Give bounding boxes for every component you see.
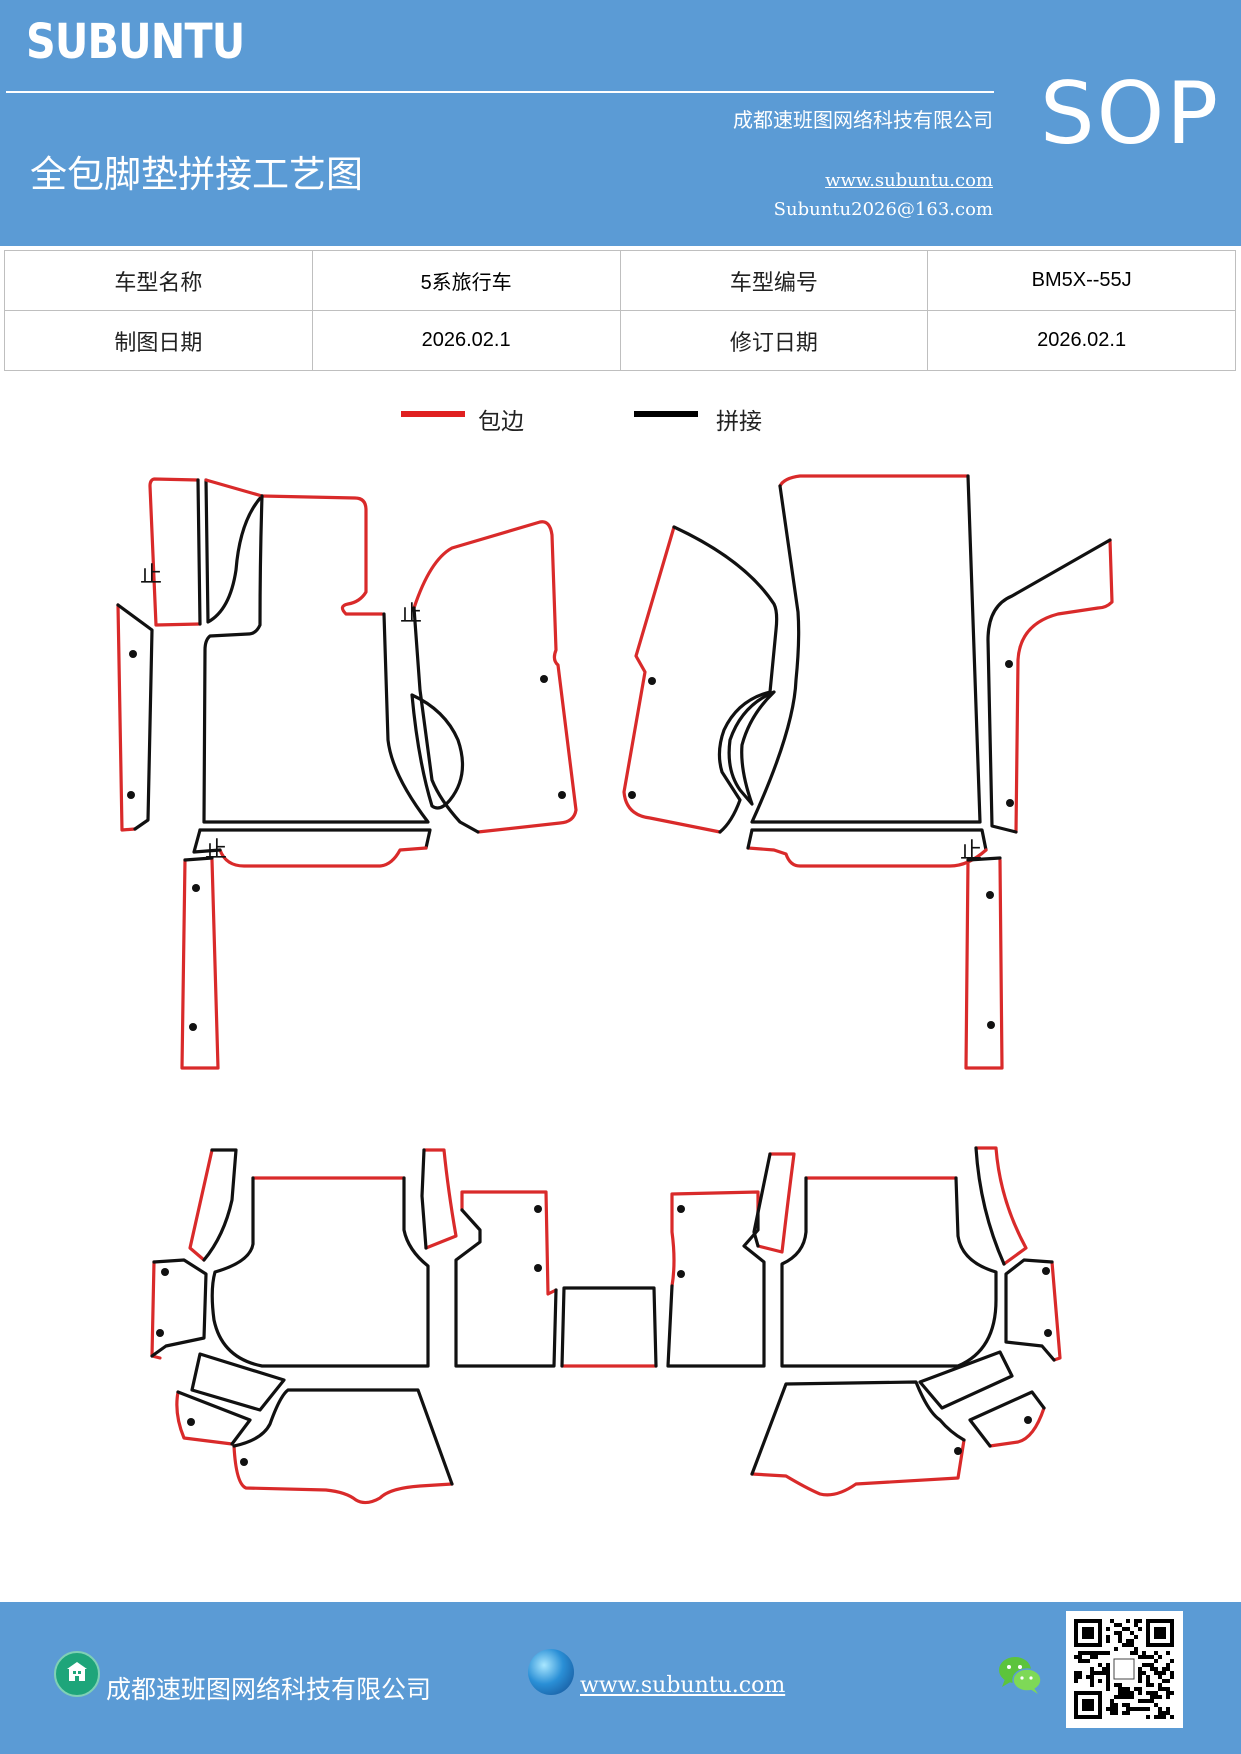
brand-logo: SUBUNTU [26, 14, 245, 70]
mat-piece-main-body [778, 474, 970, 488]
legend-label-edging: 包边 [478, 409, 524, 435]
vehicle-info-table: 车型名称 5系旅行车 车型编号 BM5X--55J 制图日期 2026.02.1… [4, 250, 1236, 371]
sop-label: SOP [1040, 64, 1221, 164]
mat-piece-wheel-arch-insert [727, 690, 776, 806]
clip-hole [558, 791, 566, 799]
qr-code [1066, 1611, 1183, 1728]
mat-piece-side-panel [622, 525, 722, 834]
mat-piece-heel-pad [198, 828, 432, 850]
mat-piece-right-side-strip [1014, 538, 1114, 834]
clip-hole [534, 1205, 542, 1213]
clip-hole [1042, 1267, 1050, 1275]
mat-piece-rear-right-strip [974, 1146, 1028, 1266]
value-model-name: 5系旅行车 [311, 250, 621, 311]
label-model-code: 车型编号 [619, 250, 929, 311]
legend-swatch-seam [634, 411, 698, 417]
clip-hole [954, 1447, 962, 1455]
mat-piece-left-side-strip [116, 603, 137, 832]
header-banner [0, 0, 1241, 246]
clip-hole [1024, 1416, 1032, 1424]
label-draw-date: 制图日期 [4, 310, 313, 371]
legend-label-seam: 拼接 [716, 409, 762, 435]
clip-hole [240, 1458, 248, 1466]
front-left-mat-group: 止 止 止 [116, 477, 578, 1070]
mat-piece-rear-side-block [1050, 1260, 1062, 1362]
clip-hole [189, 1023, 197, 1031]
footer-company-name: 成都速班图网络科技有限公司 [106, 1675, 432, 1704]
wechat-icon[interactable] [996, 1652, 1044, 1698]
clip-hole [628, 791, 636, 799]
mat-piece-center-left-tunnel [460, 1190, 558, 1296]
clip-hole [677, 1270, 685, 1278]
clip-hole [129, 650, 137, 658]
rear-right-mat-group [750, 1146, 1062, 1497]
clip-hole [986, 891, 994, 899]
building-icon [54, 1651, 100, 1697]
clip-hole [192, 884, 200, 892]
mat-piece-small-corner [175, 1390, 234, 1446]
mat-piece-small-wedge [190, 1352, 286, 1412]
clip-hole [677, 1205, 685, 1213]
footer-website-link[interactable]: www.subuntu.com [580, 1673, 786, 1698]
floor-mat-pattern-diagram: 止 止 止 止 [116, 474, 1114, 1505]
stop-marker: 止 [205, 838, 227, 863]
legend-swatch-edging [401, 411, 465, 417]
clip-hole [534, 1264, 542, 1272]
company-name: 成都速班图网络科技有限公司 [733, 108, 993, 132]
clip-hole [1005, 660, 1013, 668]
mat-piece-wheel-arch-insert [410, 693, 465, 810]
mat-piece-main-body [260, 494, 384, 616]
value-draw-date: 2026.02.1 [311, 310, 621, 371]
table-row: 制图日期 2026.02.1 修订日期 2026.02.1 [4, 310, 1236, 371]
mat-piece-curved-insert [204, 478, 264, 624]
clip-hole [156, 1329, 164, 1337]
value-revision-date: 2026.02.1 [927, 310, 1236, 371]
mat-piece-rear-left-strip [756, 1152, 796, 1254]
mat-piece-rear-side-block [150, 1260, 162, 1360]
mat-piece-rear-footwell [232, 1444, 454, 1505]
mat-piece-lower-strip [180, 858, 220, 1070]
clip-hole [1044, 1329, 1052, 1337]
website-link[interactable]: www.subuntu.com [825, 170, 993, 191]
mat-piece-heel-pad [750, 828, 988, 852]
label-model-name: 车型名称 [4, 250, 313, 311]
stop-marker: 止 [140, 563, 162, 588]
table-row: 车型名称 5系旅行车 车型编号 BM5X--55J [4, 250, 1236, 311]
mat-piece-rear-right-strip [422, 1148, 458, 1250]
mat-piece-rear-footwell [750, 1438, 966, 1497]
mat-piece-lower-strip [964, 858, 1004, 1070]
clip-hole [187, 1418, 195, 1426]
label-revision-date: 修订日期 [619, 310, 929, 371]
document-title: 全包脚垫拼接工艺图 [30, 153, 363, 196]
mat-piece-top-strip [148, 477, 202, 627]
mat-piece-center-right-tunnel [670, 1190, 760, 1288]
header-divider [6, 91, 994, 93]
clip-hole [161, 1268, 169, 1276]
mat-piece-rear-pillar-strip [188, 1148, 214, 1262]
email-address: Subuntu2026@163.com [773, 199, 993, 220]
mat-piece-small-wedge [918, 1350, 1014, 1410]
stop-marker: 止 [400, 602, 422, 627]
globe-icon [528, 1649, 574, 1695]
mat-piece-side-panel [412, 520, 578, 834]
mat-piece-small-corner [988, 1406, 1046, 1448]
clip-hole [1006, 799, 1014, 807]
front-right-mat-group: 止 [622, 474, 1114, 1070]
clip-hole [987, 1021, 995, 1029]
clip-hole [540, 675, 548, 683]
clip-hole [127, 791, 135, 799]
clip-hole [648, 677, 656, 685]
rear-center-mat-group [454, 1190, 766, 1368]
rear-left-mat-group [150, 1148, 458, 1505]
value-model-code: BM5X--55J [927, 250, 1236, 311]
stop-marker: 止 [960, 839, 982, 864]
